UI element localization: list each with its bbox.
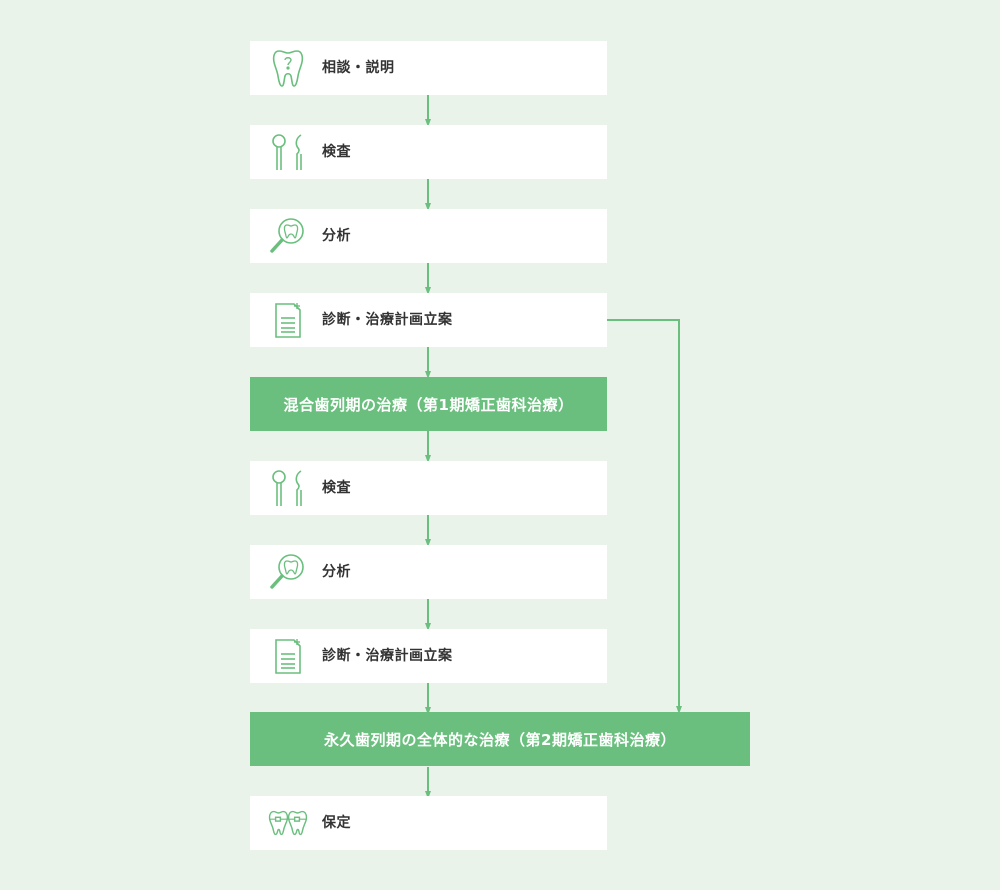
phase-1-treatment: 混合歯列期の治療（第1期矯正歯科治療） — [250, 377, 607, 431]
step-label: 保定 — [322, 815, 351, 831]
step-label: 検査 — [322, 144, 351, 160]
step-examination: 検査 — [250, 125, 607, 179]
tooth-question-icon — [268, 48, 308, 88]
step-consultation: 相談・説明 — [250, 41, 607, 95]
dental-instruments-icon — [268, 132, 308, 172]
phase-label: 混合歯列期の治療（第1期矯正歯科治療） — [283, 395, 574, 414]
phase-label: 永久歯列期の全体的な治療（第2期矯正歯科治療） — [324, 730, 676, 749]
step-label: 相談・説明 — [322, 60, 395, 76]
step-diagnosis-plan-2: 診断・治療計画立案 — [250, 629, 607, 683]
magnifier-tooth-icon — [268, 552, 308, 592]
step-examination-2: 検査 — [250, 461, 607, 515]
step-analysis-2: 分析 — [250, 545, 607, 599]
step-analysis: 分析 — [250, 209, 607, 263]
phase-2-treatment: 永久歯列期の全体的な治療（第2期矯正歯科治療） — [250, 712, 750, 766]
braces-teeth-icon — [268, 803, 308, 843]
step-diagnosis-plan: 診断・治療計画立案 — [250, 293, 607, 347]
step-label: 分析 — [322, 564, 351, 580]
step-label: 検査 — [322, 480, 351, 496]
step-label: 診断・治療計画立案 — [322, 312, 453, 328]
step-label: 分析 — [322, 228, 351, 244]
document-plus-icon — [268, 300, 308, 340]
dental-instruments-icon — [268, 468, 308, 508]
magnifier-tooth-icon — [268, 216, 308, 256]
bypass-connector — [607, 319, 682, 714]
step-label: 診断・治療計画立案 — [322, 648, 453, 664]
step-retention: 保定 — [250, 796, 607, 850]
document-plus-icon — [268, 636, 308, 676]
